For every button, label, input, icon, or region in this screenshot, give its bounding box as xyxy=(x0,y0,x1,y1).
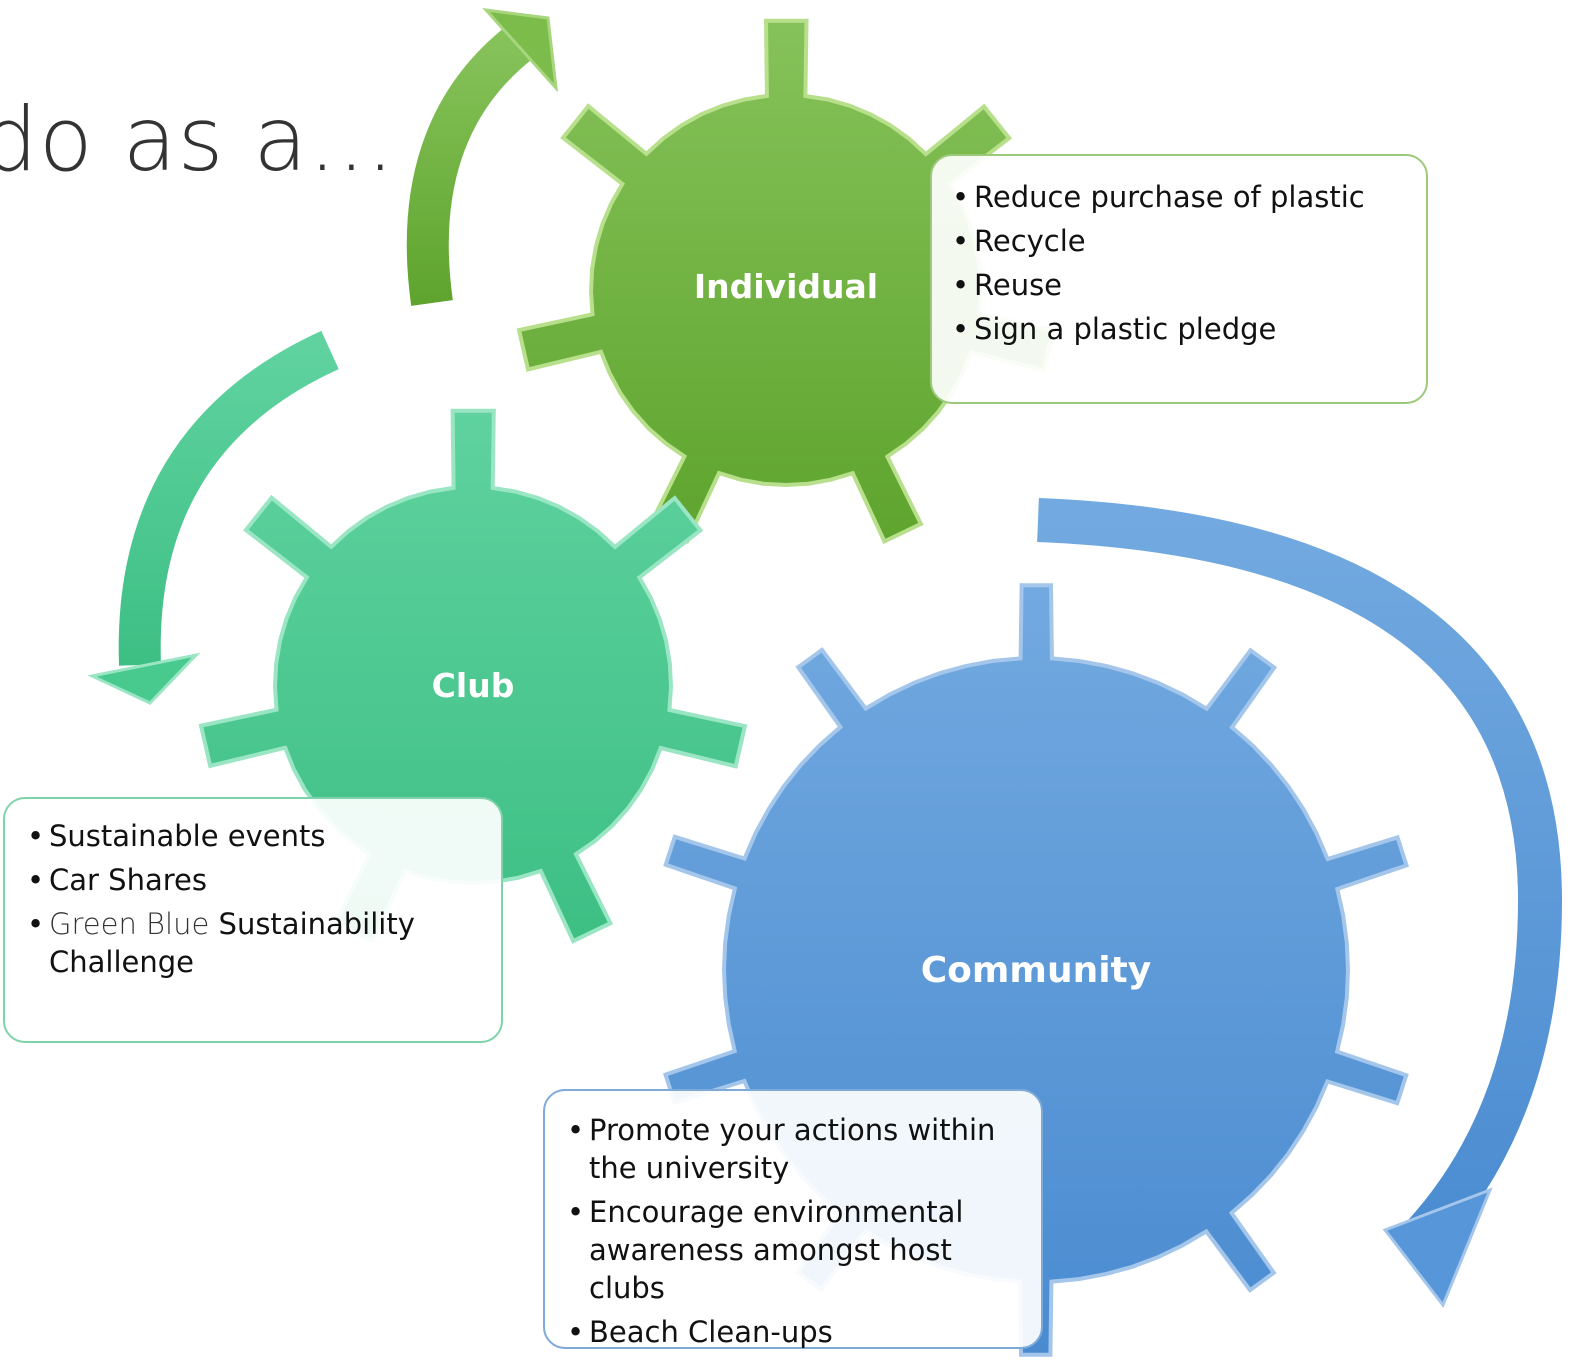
green-blue-label: Green Blue xyxy=(49,907,210,941)
list-item: Green Blue Sustainability Challenge xyxy=(27,905,479,981)
list-item: Sign a plastic pledge xyxy=(952,310,1406,348)
cycle-arrow-community xyxy=(1037,498,1563,1308)
list-item: Sustainable events xyxy=(27,817,479,855)
gear-label-club: Club xyxy=(432,666,515,705)
club-actions-box: Sustainable events Car Shares Green Blue… xyxy=(3,797,503,1043)
cycle-arrow-individual xyxy=(406,7,559,306)
list-item: Reuse xyxy=(952,266,1406,304)
gear-label-individual: Individual xyxy=(694,267,878,306)
individual-actions-box: Reduce purchase of plastic Recycle Reuse… xyxy=(930,154,1428,404)
gear-individual: Individual xyxy=(516,18,1056,545)
gear-label-community: Community xyxy=(921,950,1151,991)
page-title: do as a... xyxy=(0,88,396,191)
cycle-arrow-club xyxy=(87,330,339,705)
list-item: Promote your actions within the universi… xyxy=(567,1111,1019,1187)
list-item: Reduce purchase of plastic xyxy=(952,178,1406,216)
list-item: Car Shares xyxy=(27,861,479,899)
challenge-label: Sustainability Challenge xyxy=(49,907,415,979)
list-item: Recycle xyxy=(952,222,1406,260)
list-item: Encourage environmental awareness amongs… xyxy=(567,1193,1019,1307)
list-item: Beach Clean-ups xyxy=(567,1313,1019,1351)
community-actions-box: Promote your actions within the universi… xyxy=(543,1089,1043,1351)
